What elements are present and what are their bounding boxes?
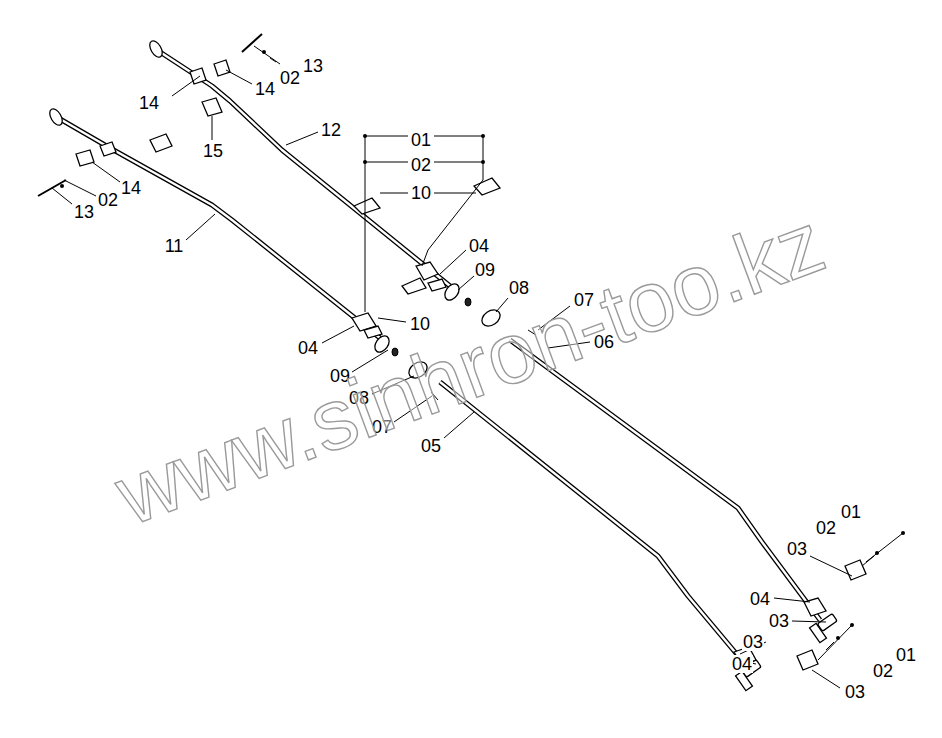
bolt bbox=[38, 34, 262, 196]
callout-number: 05 bbox=[420, 437, 442, 455]
callout-number: 02 bbox=[97, 191, 119, 209]
callout-number: 13 bbox=[73, 203, 95, 221]
callout-number: 03 bbox=[786, 540, 808, 558]
callout-number: 03 bbox=[768, 612, 790, 630]
callout-number: 04 bbox=[749, 590, 771, 608]
callout-number: 10 bbox=[409, 315, 431, 333]
callout-number: 12 bbox=[320, 121, 342, 139]
callout-number: 11 bbox=[164, 237, 185, 255]
callout-number: 02 bbox=[872, 662, 894, 680]
callout-number: 08 bbox=[508, 279, 530, 297]
callout-number: 15 bbox=[202, 142, 224, 160]
callout-number: 02 bbox=[410, 156, 432, 174]
callout-number: 14 bbox=[120, 179, 142, 197]
callout-number: 14 bbox=[138, 94, 160, 112]
callout-number: 13 bbox=[302, 57, 324, 75]
callout-number: 03 bbox=[742, 633, 764, 651]
callout-number: 03 bbox=[844, 683, 866, 701]
callout-number: 10 bbox=[410, 184, 432, 202]
callout-number: 04 bbox=[731, 655, 753, 673]
callout-number: 04 bbox=[468, 237, 490, 255]
callout-number: 01 bbox=[895, 646, 917, 664]
bracket bbox=[76, 60, 866, 670]
leader-line bbox=[52, 46, 905, 688]
callout-number: 14 bbox=[254, 80, 276, 98]
callout-number: 09 bbox=[474, 261, 496, 279]
callout-number: 04 bbox=[297, 339, 319, 357]
callout-number: 02 bbox=[815, 519, 837, 537]
callout-number: 02 bbox=[279, 69, 301, 87]
end-cap bbox=[47, 39, 837, 691]
callout-number: 01 bbox=[840, 503, 862, 521]
callout-number: 01 bbox=[410, 131, 432, 149]
